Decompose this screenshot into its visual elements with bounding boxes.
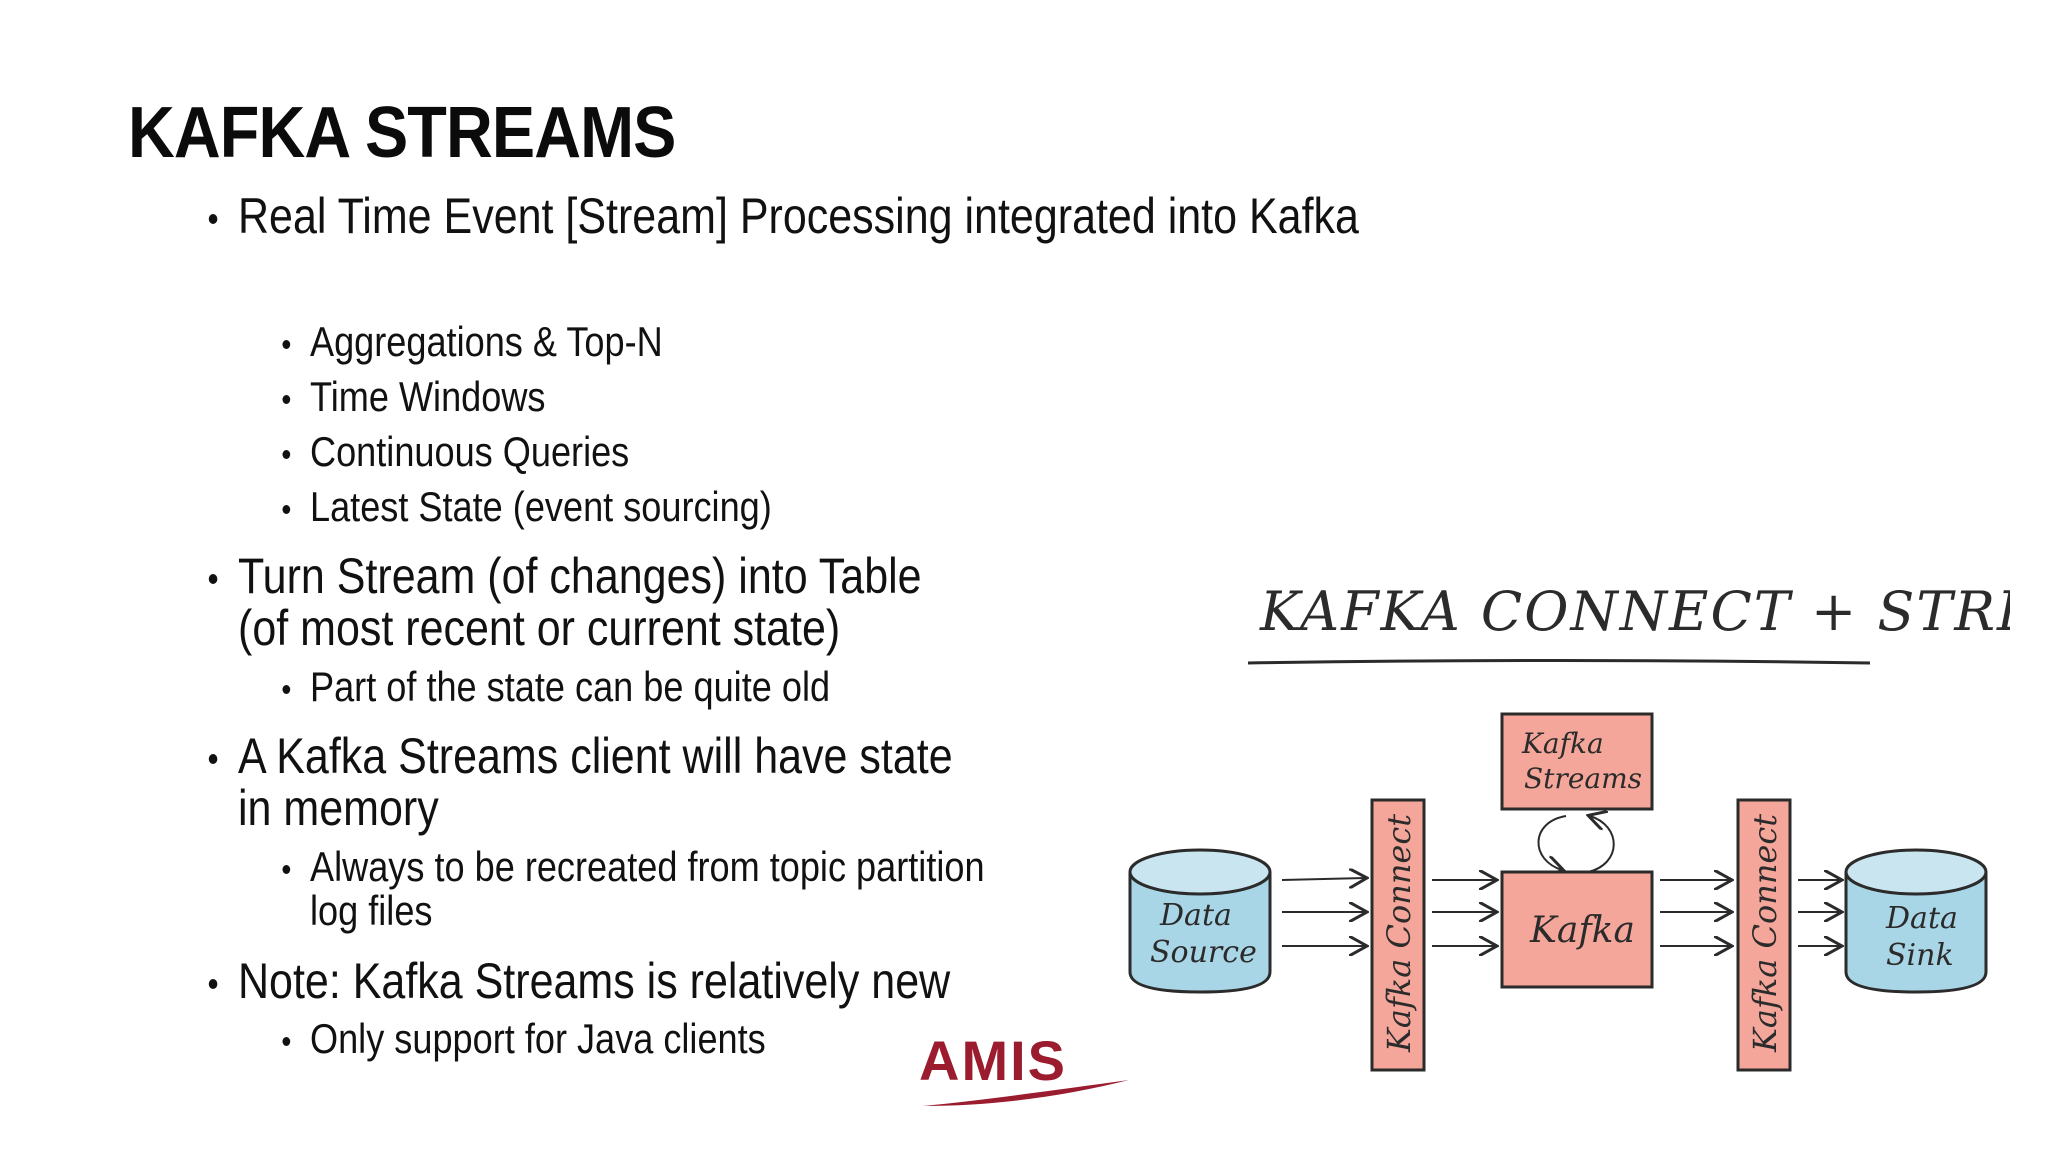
data-source-label-2: Source [1150,935,1257,970]
title-underline [1247,659,1871,665]
bullet-list: Real Time Event [Stream] Processing inte… [208,190,1359,1062]
kafka-streams-label-2: Streams [1524,762,1642,795]
sub-bullet-text: Time Windows [310,373,546,420]
kafka-connect-left: Kafka Connect [1370,798,1426,1072]
streams-kafka-loop [1537,816,1615,872]
sub-bullet-item: Time Windows [282,373,546,420]
arrows-source-to-connect [1281,878,1365,946]
sub-bullet-text: Part of the state can be quite old [310,663,831,710]
sub-bullet-item: Latest State (event sourcing) [282,483,772,530]
sub-bullet-item: Continuous Queries [282,428,630,475]
bullet-text-line: Turn Stream (of changes) into Table [238,548,922,604]
data-sink-label-1: Data [1885,901,1958,936]
kafka-connect-left-label: Kafka Connect [1380,814,1418,1053]
data-source-label-1: Data [1159,898,1232,933]
bullet-item: Note: Kafka Streams is relatively new [208,953,951,1009]
kafka-streams-label-1: Kafka [1521,727,1604,760]
sub-bullet-text: Only support for Java clients [310,1015,766,1062]
bullet-text: Real Time Event [Stream] Processing inte… [238,188,1359,244]
amis-logo-text: AMIS [919,1030,1067,1092]
kafka-connect-streams-diagram: KAFKA CONNECT + STREAMS Data Source Kafk… [1128,580,2010,1072]
sub-bullet-item: Part of the state can be quite old [282,663,831,710]
sub-bullet-item: Only support for Java clients [282,1015,766,1062]
bullet-text: Note: Kafka Streams is relatively new [238,953,951,1009]
kafka-connect-right-label: Kafka Connect [1746,814,1784,1053]
sub-bullet-item: Aggregations & Top-N [282,318,663,365]
bullet-item: Turn Stream (of changes) into Table (of … [208,548,922,656]
kafka-streams-box: Kafka Streams [1500,712,1654,811]
kafka-label: Kafka [1529,910,1635,951]
sub-bullet-text: Continuous Queries [310,428,630,475]
arrows-connect-to-kafka [1432,880,1495,946]
data-sink-label-2: Sink [1886,938,1954,973]
bullet-item: A Kafka Streams client will have state i… [208,728,953,836]
bullet-text-line: A Kafka Streams client will have state [238,728,953,784]
slide-title: KAFKA STREAMS [128,93,676,173]
sub-bullet-item: Always to be recreated from topic partit… [282,843,985,934]
sub-bullet-text: Aggregations & Top-N [310,318,663,365]
diagram-title: KAFKA CONNECT + STREAMS [1259,580,2010,643]
amis-logo: AMIS [919,1030,1129,1106]
kafka-box: Kafka [1500,870,1654,989]
sub-bullet-text-line: log files [310,887,433,934]
sub-bullet-text: Latest State (event sourcing) [310,483,772,530]
bullet-text-line: in memory [238,780,439,836]
bullet-text-line: (of most recent or current state) [238,600,841,656]
data-sink-cylinder: Data Sink [1844,848,1988,994]
arrows-kafka-to-connect [1660,880,1730,946]
sub-bullet-text-line: Always to be recreated from topic partit… [310,843,985,890]
kafka-connect-right: Kafka Connect [1736,798,1792,1072]
arrows-connect-to-sink [1798,880,1840,946]
bullet-item: Real Time Event [Stream] Processing inte… [208,188,1359,244]
data-source-cylinder: Data Source [1128,848,1272,994]
